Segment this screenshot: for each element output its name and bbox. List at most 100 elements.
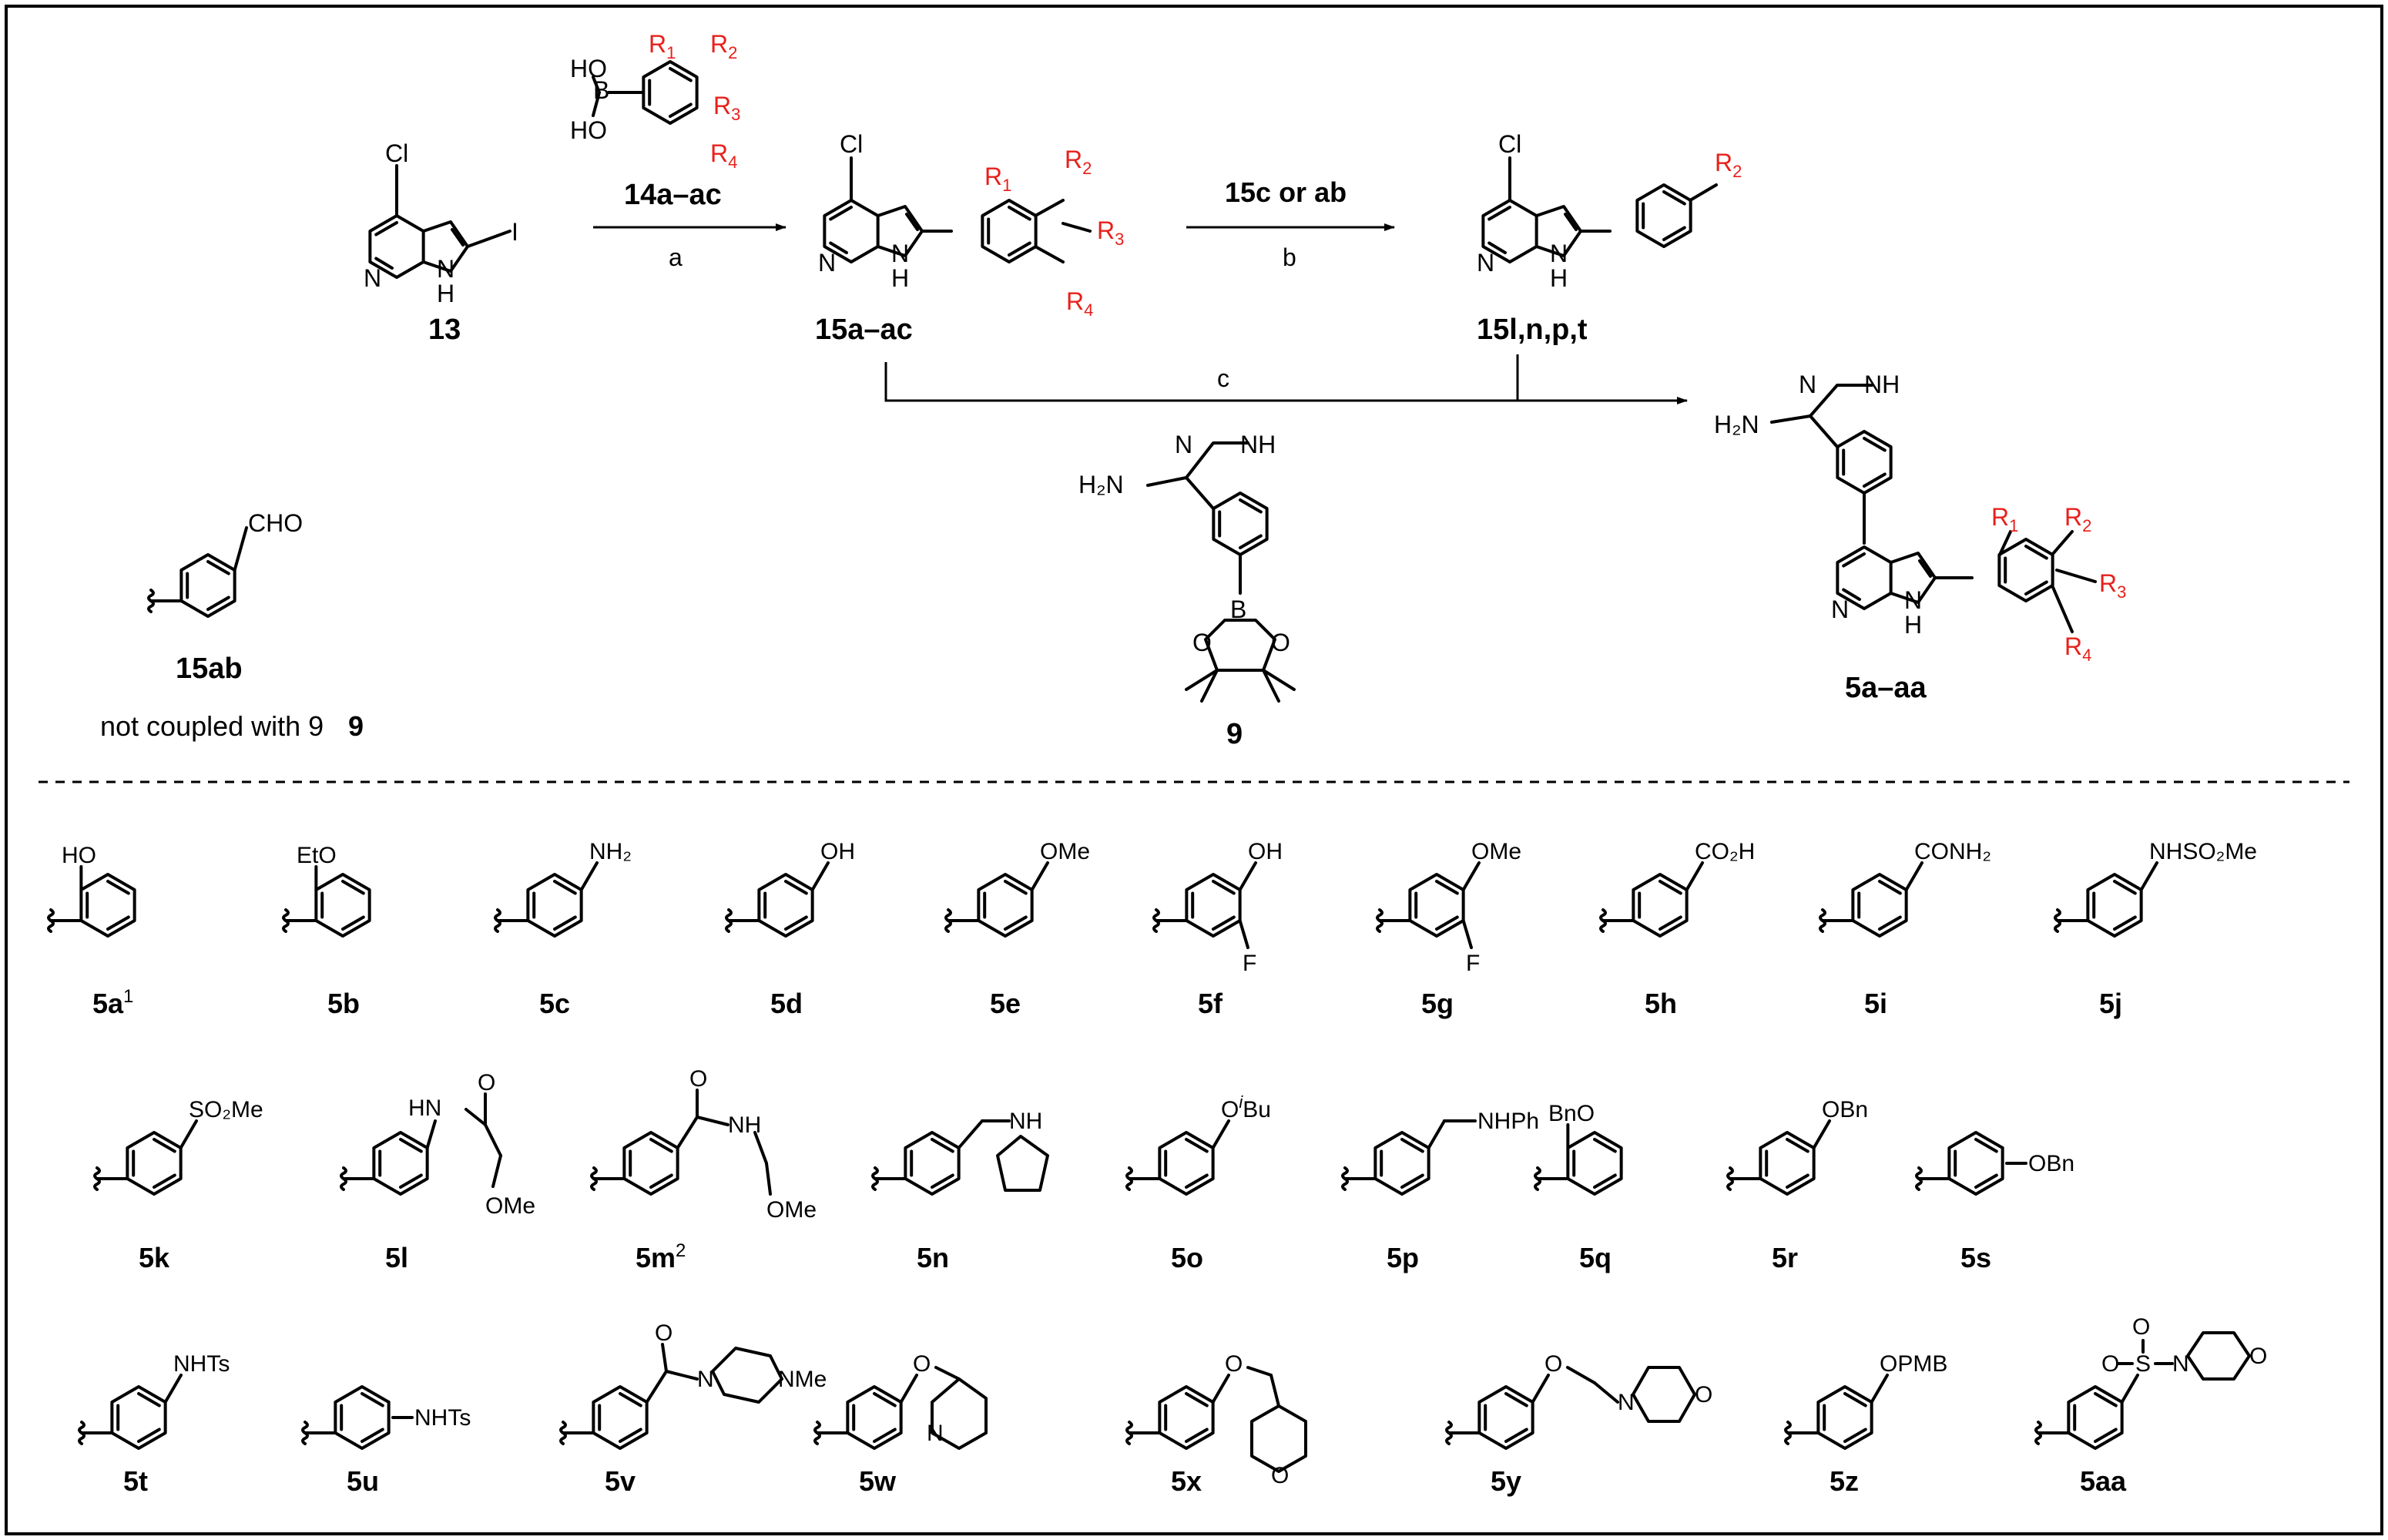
compound-label-15a-ac: 15a–ac (815, 314, 913, 346)
svg-text:O: O (689, 1066, 707, 1092)
svg-text:O: O (2132, 1314, 2150, 1340)
compound-5c: 5c NH₂ (495, 839, 632, 1019)
compound-label: 5j (2099, 988, 2122, 1019)
amine-label: H₂N (1078, 471, 1124, 498)
svg-text:N: N (1618, 1390, 1635, 1415)
svg-text:NMe: NMe (778, 1367, 827, 1392)
r1-label: R1 (649, 30, 676, 62)
svg-text:N: N (1904, 586, 1922, 614)
compound-label: 5q (1579, 1242, 1612, 1273)
chlorine-label: Cl (385, 139, 408, 167)
compound-label: 5m2 (636, 1240, 686, 1273)
compound-label: 5d (770, 988, 803, 1019)
iodine-label: I (511, 218, 518, 246)
r2-label: R2 (710, 30, 737, 62)
svg-text:NH: NH (1009, 1109, 1042, 1134)
indazole-nh-label: NH (1864, 371, 1900, 398)
boron-label: B (593, 76, 609, 104)
indazole-nh-label: NH (1240, 431, 1276, 458)
compound-5i: 5i CONH₂ (1820, 839, 1991, 1019)
compound-13: Cl I N N H 13 (364, 139, 518, 346)
compound-label-5a-aa: 5a–aa (1845, 672, 1927, 704)
r3-label: R3 (713, 92, 740, 124)
compound-5z: 5z OPMB (1786, 1351, 1947, 1497)
substituent-label: SO₂Me (189, 1097, 263, 1122)
ho-label-1: HO (570, 55, 607, 82)
ho-label-2: HO (570, 116, 607, 144)
r1-label: R1 (984, 163, 1011, 195)
compound-label: 5s (1960, 1242, 1991, 1273)
chlorine-label: Cl (840, 130, 863, 158)
compound-label: 5w (859, 1465, 897, 1497)
substituent-label: OMe (1471, 839, 1521, 864)
substituent-label: CO₂H (1695, 839, 1755, 864)
compound-label: 5p (1387, 1242, 1419, 1273)
compound-5e: 5e OMe (946, 839, 1090, 1019)
compound-label: 5c (539, 988, 570, 1019)
note-label: not coupled with 9 (100, 710, 324, 742)
arrow-c-label: c (1217, 364, 1229, 392)
pyridine-n-label: N (818, 249, 836, 277)
substituent-label: NHPh (1477, 1109, 1539, 1134)
svg-text:O: O (1544, 1351, 1562, 1377)
compound-label: 5r (1772, 1242, 1798, 1273)
compound-label: 5e (990, 988, 1021, 1019)
oxygen-label-2: O (1271, 629, 1290, 656)
compound-label: 5n (917, 1242, 949, 1273)
substituent-label: NHSO₂Me (2149, 839, 2257, 864)
compound-15a-ac: Cl N N H R1 R2 R3 R4 15a–ac (815, 130, 1124, 346)
compound-label: 5f (1198, 988, 1223, 1019)
svg-text:N: N (2172, 1351, 2189, 1377)
compound-label: 5a1 (92, 986, 133, 1019)
r4-label: R4 (1066, 287, 1093, 320)
compound-label-15lnpt: 15l,n,p,t (1477, 314, 1588, 346)
nh-h-label: H (437, 280, 454, 307)
substituent-label: OPMB (1880, 1351, 1947, 1377)
substituent-label: OBn (2028, 1151, 2074, 1176)
compound-grid: 5a1HO5bEtO5cNH₂5dOH5eOMe5fOHF5gOMeF5hCO₂… (49, 839, 2267, 1497)
compound-label: 5i (1864, 988, 1887, 1019)
svg-text:O: O (913, 1351, 931, 1377)
compound-label: 5y (1491, 1465, 1521, 1497)
svg-text:O: O (2249, 1344, 2267, 1369)
compound-label: 5b (327, 988, 360, 1019)
fluoro-label: F (1466, 951, 1480, 976)
pyridine-n-label: N (1831, 596, 1849, 623)
compound-5j: 5j NHSO₂Me (2055, 839, 2257, 1019)
substituent-label: NHTs (414, 1405, 471, 1431)
nh-h-label: H (891, 264, 909, 292)
arrow-b-label: b (1283, 243, 1296, 271)
compound-label: 5u (347, 1465, 379, 1497)
compound-label: 5z (1830, 1465, 1859, 1497)
compound-label-14: 14a–ac (624, 179, 722, 211)
substituent-label: NH₂ (589, 839, 632, 864)
r4-label: R4 (710, 139, 737, 172)
svg-text:S: S (2135, 1351, 2151, 1377)
r2-label: R2 (1715, 149, 1742, 181)
compound-label-15ab: 15ab (176, 653, 243, 685)
aldehyde-label: CHO (248, 509, 303, 537)
substituent-label: OMe (1040, 839, 1090, 864)
compound-label: 5x (1171, 1465, 1202, 1497)
chlorine-label: Cl (1498, 130, 1521, 158)
r3-label: R3 (2099, 569, 2126, 602)
compound-5s: 5s OBn (1917, 1132, 2074, 1273)
substituent-label: CONH₂ (1914, 839, 1991, 864)
pyridine-n-label: N (1477, 249, 1494, 277)
arrow-a-label: a (669, 243, 683, 271)
compound-15ab: CHO 15ab not coupled with 9 9 (100, 509, 364, 742)
compound-label: 5l (385, 1242, 408, 1273)
svg-text:OMe: OMe (485, 1193, 535, 1219)
